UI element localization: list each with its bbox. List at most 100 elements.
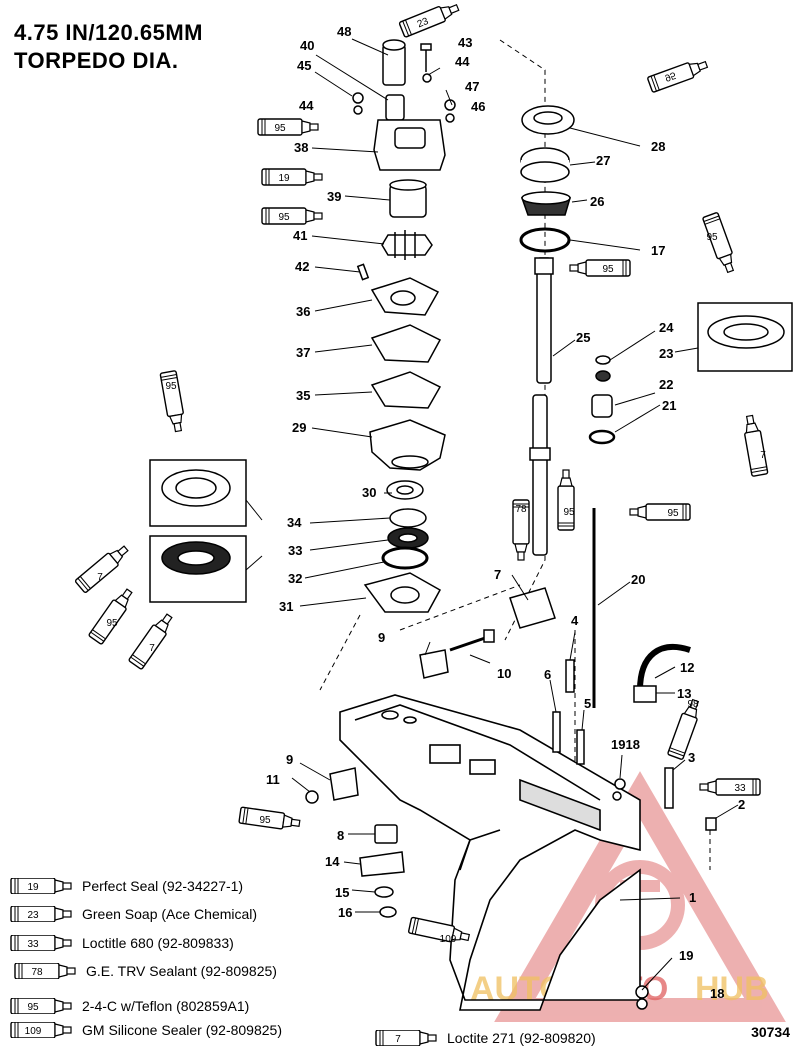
tube-icon: 109 [10, 1022, 72, 1038]
svg-text:23: 23 [659, 346, 673, 361]
svg-text:25: 25 [576, 330, 590, 345]
svg-text:44: 44 [299, 98, 314, 113]
parts-shapes [149, 39, 793, 1010]
tube-95-left-box [159, 369, 187, 434]
svg-text:78: 78 [31, 967, 43, 978]
svg-text:19: 19 [679, 948, 693, 963]
legend-text: Perfect Seal (92-34227-1) [82, 878, 244, 894]
tube-95-seal: 95 [646, 56, 710, 94]
tube-95-center [629, 503, 691, 521]
tube-95-oring [557, 469, 575, 531]
svg-text:95: 95 [663, 69, 678, 83]
legend-text: Loctite 271 (92-809820) [447, 1030, 596, 1046]
svg-text:109: 109 [25, 1026, 42, 1037]
tube-95-pump-insert: 95 [261, 207, 323, 225]
gear-housing [339, 694, 641, 1011]
svg-text:20: 20 [631, 572, 645, 587]
svg-text:40: 40 [300, 38, 314, 53]
tube-23: 23 [398, 0, 462, 39]
svg-text:95: 95 [563, 507, 575, 518]
svg-text:47: 47 [465, 79, 479, 94]
svg-text:45: 45 [297, 58, 311, 73]
svg-text:95: 95 [706, 232, 718, 243]
svg-text:44: 44 [455, 54, 470, 69]
tube-icon: 78 [14, 963, 76, 979]
svg-text:95: 95 [667, 508, 679, 519]
svg-text:42: 42 [295, 259, 309, 274]
svg-text:17: 17 [651, 243, 665, 258]
svg-text:98: 98 [687, 699, 699, 710]
svg-text:95: 95 [165, 381, 177, 392]
svg-text:95: 95 [27, 1002, 39, 1013]
svg-text:26: 26 [590, 194, 604, 209]
svg-text:5: 5 [584, 696, 591, 711]
svg-text:7: 7 [760, 450, 766, 461]
svg-text:2: 2 [738, 797, 745, 812]
svg-text:23: 23 [27, 910, 39, 921]
legend-item-7: 7 Loctite 271 (92-809820) [375, 1028, 596, 1048]
svg-text:95: 95 [278, 212, 290, 223]
tube-icon: 33 [10, 935, 72, 951]
svg-text:31: 31 [279, 599, 293, 614]
tube-icon: 23 [10, 906, 72, 922]
svg-text:1918: 1918 [611, 737, 640, 752]
svg-text:HUB: HUB [695, 970, 769, 1008]
svg-text:33: 33 [27, 939, 39, 950]
svg-text:7: 7 [395, 1034, 401, 1045]
svg-text:48: 48 [337, 24, 351, 39]
part-number-labels: 48 40 45 44 43 44 47 46 38 39 41 42 36 3… [266, 24, 745, 1001]
tube-7-bottom-left [127, 610, 177, 671]
svg-text:32: 32 [288, 571, 302, 586]
tube-95-right-box [701, 211, 739, 275]
legend-text: Loctitle 680 (92-809833) [82, 935, 234, 951]
svg-text:21: 21 [662, 398, 676, 413]
tube-7-left-lower [74, 541, 132, 594]
svg-text:29: 29 [292, 420, 306, 435]
svg-text:95: 95 [602, 264, 614, 275]
tube-icon: 7 [375, 1030, 437, 1046]
svg-text:6: 6 [544, 667, 551, 682]
svg-text:37: 37 [296, 345, 310, 360]
svg-text:38: 38 [294, 140, 308, 155]
svg-text:23: 23 [416, 16, 431, 31]
diagram-title-line2: TORPEDO DIA. [14, 48, 179, 73]
svg-text:3: 3 [688, 750, 695, 765]
svg-text:22: 22 [659, 377, 673, 392]
diagram-title-line1: 4.75 IN/120.65MM [14, 20, 203, 45]
svg-text:41: 41 [293, 228, 307, 243]
legend-item-95: 95 2-4-C w/Teflon (802859A1) [10, 996, 249, 1016]
svg-text:12: 12 [680, 660, 694, 675]
svg-text:7: 7 [149, 643, 155, 654]
legend-item-109: 109 GM Silicone Sealer (92-809825) [10, 1020, 282, 1040]
tube-7-right-box [741, 413, 769, 478]
svg-text:46: 46 [471, 99, 485, 114]
svg-text:78: 78 [515, 504, 527, 515]
legend-text: G.E. TRV Sealant (92-809825) [86, 963, 277, 979]
svg-text:18: 18 [710, 986, 724, 1001]
legend-item-19: 19 Perfect Seal (92-34227-1) [10, 876, 243, 896]
document-number: 30734 [751, 1024, 790, 1040]
svg-text:30: 30 [362, 485, 376, 500]
svg-text:33: 33 [734, 783, 746, 794]
svg-text:34: 34 [287, 515, 302, 530]
svg-text:13: 13 [677, 686, 691, 701]
legend-text: 2-4-C w/Teflon (802859A1) [82, 998, 250, 1014]
svg-text:19: 19 [278, 173, 290, 184]
svg-text:95: 95 [106, 618, 118, 629]
legend-text: GM Silicone Sealer (92-809825) [82, 1022, 282, 1038]
svg-text:9: 9 [286, 752, 293, 767]
tube-icon: 95 [10, 998, 72, 1014]
svg-text:39: 39 [327, 189, 341, 204]
leader-lines [245, 38, 739, 991]
svg-text:35: 35 [296, 388, 310, 403]
svg-text:1: 1 [689, 890, 696, 905]
svg-text:43: 43 [458, 35, 472, 50]
svg-text:95: 95 [274, 123, 286, 134]
svg-text:27: 27 [596, 153, 610, 168]
svg-text:28: 28 [651, 139, 665, 154]
legend-text: Green Soap (Ace Chemical) [82, 906, 258, 922]
tube-95-shaft [569, 259, 631, 277]
svg-text:36: 36 [296, 304, 310, 319]
